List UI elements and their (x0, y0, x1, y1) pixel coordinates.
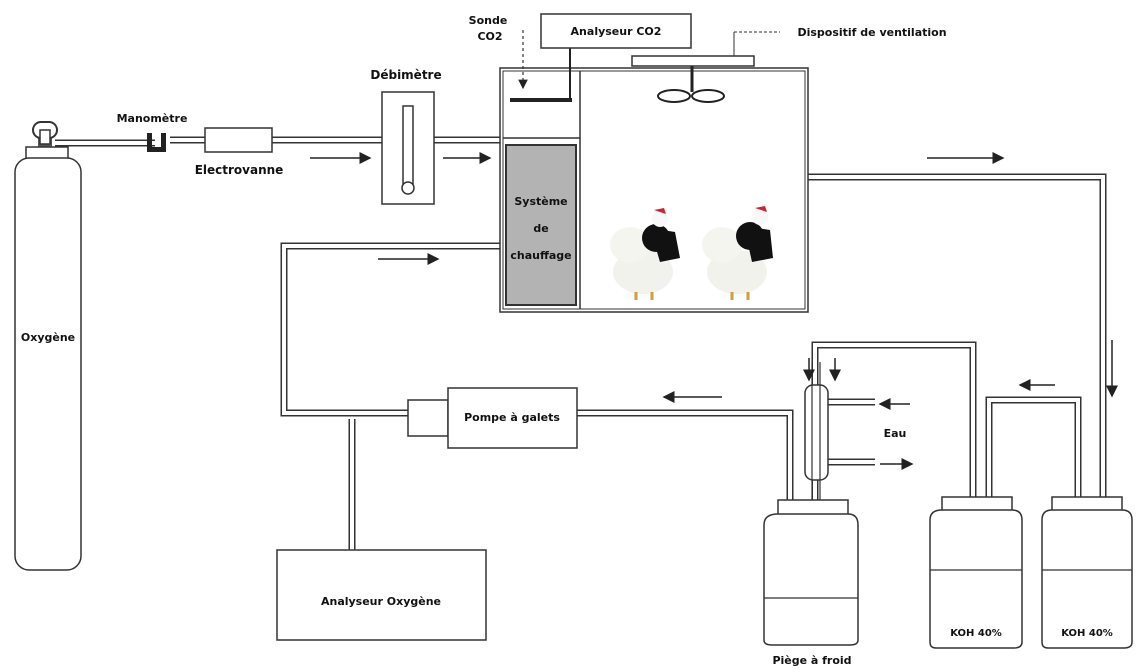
solenoid-valve-label: Electrovanne (195, 163, 284, 177)
cold-trap: Piège à froid (763, 499, 859, 667)
chicken-left (610, 208, 680, 300)
koh-left-label: KOH 40% (950, 628, 1002, 639)
co2-analyzer: Analyseur CO2 (540, 13, 692, 49)
flow-arrows (310, 152, 1118, 470)
flowmeter-label: Débimètre (370, 68, 441, 82)
co2-analyzer-label: Analyseur CO2 (571, 25, 662, 38)
solenoid-valve: Electrovanne (195, 127, 284, 177)
oxygen-analyzer-label: Analyseur Oxygène (321, 595, 441, 608)
ventilation-device: Dispositif de ventilation (631, 26, 947, 103)
chicken-right (702, 206, 773, 300)
heating-label-1: Système (514, 195, 567, 208)
oxygen-tank: Oxygène (14, 121, 82, 571)
cold-trap-label: Piège à froid (772, 654, 851, 667)
co2-probe-label-2: CO2 (477, 30, 502, 43)
ventilation-label: Dispositif de ventilation (797, 26, 946, 39)
koh-jar-right: KOH 40% (1041, 496, 1133, 649)
koh-jar-left: KOH 40% (929, 496, 1023, 649)
manometer: Manomètre (117, 112, 188, 152)
co2-probe: Sonde CO2 (469, 14, 572, 102)
heating-label-3: chauffage (510, 249, 571, 262)
pump-label: Pompe à galets (464, 411, 560, 424)
koh-right-label: KOH 40% (1061, 628, 1113, 639)
co2-probe-label-1: Sonde (469, 14, 508, 27)
pipes (55, 136, 1107, 640)
flowmeter: Débimètre (370, 68, 442, 205)
condenser: Eau (803, 358, 907, 520)
heating-system: Système de chauffage (505, 144, 577, 306)
oxygen-analyzer: Analyseur Oxygène (276, 549, 487, 641)
heating-label-2: de (533, 222, 548, 235)
peristaltic-pump: Pompe à galets (407, 387, 578, 449)
manometer-label: Manomètre (117, 112, 188, 125)
oxygen-tank-label: Oxygène (21, 331, 75, 344)
water-label: Eau (884, 427, 907, 440)
